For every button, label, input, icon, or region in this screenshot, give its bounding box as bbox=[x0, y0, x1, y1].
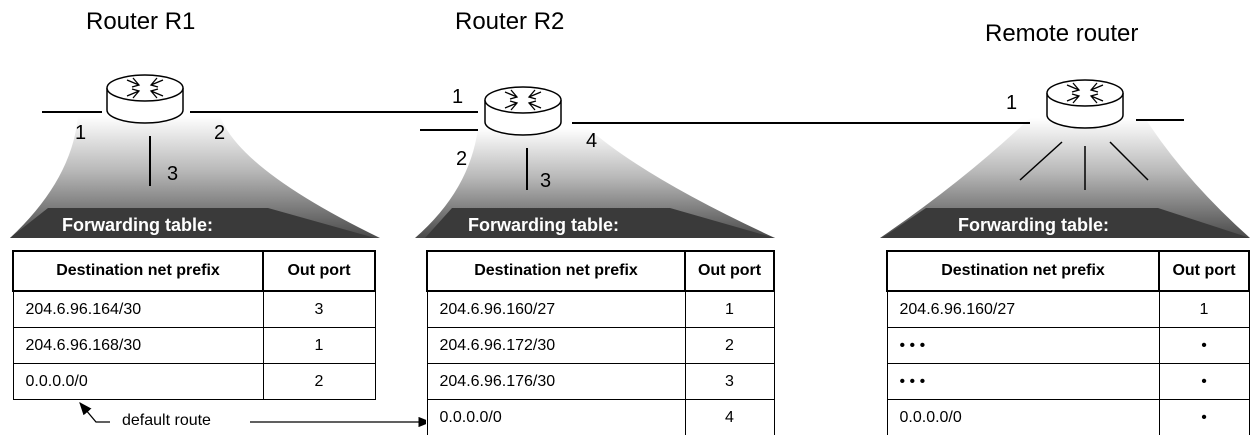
port-cell: 2 bbox=[262, 363, 376, 400]
prefix-cell: 0.0.0.0/0 bbox=[426, 399, 686, 435]
prefix-cell: • • • bbox=[886, 363, 1160, 400]
table-row: • • • • bbox=[886, 363, 1250, 400]
default-route-arrow-up bbox=[79, 402, 110, 423]
remote-leg-right bbox=[1109, 141, 1149, 181]
prefix-cell: 0.0.0.0/0 bbox=[12, 363, 264, 400]
router-r1-title: Router R1 bbox=[86, 8, 196, 35]
r2-forwarding-table: Destination net prefix Out port 204.6.96… bbox=[426, 250, 775, 435]
default-route-label: default route bbox=[118, 412, 215, 430]
remote-port-1: 1 bbox=[1006, 92, 1018, 114]
table-row: 204.6.96.164/30 3 bbox=[12, 290, 376, 328]
prefix-cell: 204.6.96.164/30 bbox=[12, 290, 264, 328]
table-row: 204.6.96.160/27 1 bbox=[886, 290, 1250, 328]
prefix-cell: 204.6.96.160/27 bbox=[886, 290, 1160, 328]
r1-col-prefix: Destination net prefix bbox=[12, 250, 264, 292]
prefix-cell: 0.0.0.0/0 bbox=[886, 399, 1160, 435]
r2-port-3: 3 bbox=[540, 170, 552, 192]
port-cell: • bbox=[1158, 327, 1250, 364]
remote-fwd-title: Forwarding table: bbox=[958, 215, 1110, 235]
remote-col-port: Out port bbox=[1158, 250, 1250, 292]
router-r1-icon bbox=[106, 74, 184, 124]
r1-port-1: 1 bbox=[75, 122, 87, 144]
remote-fwd-tab bbox=[882, 208, 1250, 238]
table-row: 0.0.0.0/0 2 bbox=[12, 363, 376, 400]
table-row: 204.6.96.160/27 1 bbox=[426, 290, 775, 328]
port-cell: 4 bbox=[684, 399, 775, 435]
r2-fwd-tab bbox=[425, 208, 775, 238]
remote-forwarding-table: Destination net prefix Out port 204.6.96… bbox=[886, 250, 1250, 435]
port-cell: 1 bbox=[684, 290, 775, 328]
r1-col-port: Out port bbox=[262, 250, 376, 292]
r2-port-2: 2 bbox=[456, 148, 468, 170]
remote-router-title: Remote router bbox=[985, 20, 1139, 47]
remote-router-icon bbox=[1046, 79, 1124, 129]
r1-port-3: 3 bbox=[167, 163, 179, 185]
r2-fwd-title: Forwarding table: bbox=[468, 215, 620, 235]
port-cell: • bbox=[1158, 363, 1250, 400]
r2-port-1: 1 bbox=[452, 86, 464, 108]
prefix-cell: 204.6.96.176/30 bbox=[426, 363, 686, 400]
r2-col-prefix: Destination net prefix bbox=[426, 250, 686, 292]
port-cell: 2 bbox=[684, 327, 775, 364]
r2-port-4: 4 bbox=[586, 130, 598, 152]
router-r2-title: Router R2 bbox=[455, 8, 565, 35]
table-row: 0.0.0.0/0 4 bbox=[426, 399, 775, 435]
prefix-cell: 204.6.96.160/27 bbox=[426, 290, 686, 328]
port-cell: 3 bbox=[684, 363, 775, 400]
prefix-cell: 204.6.96.172/30 bbox=[426, 327, 686, 364]
r1-forwarding-table: Destination net prefix Out port 204.6.96… bbox=[12, 250, 376, 400]
r1-fwd-title: Forwarding table: bbox=[62, 215, 214, 235]
port-cell: 1 bbox=[262, 327, 376, 364]
remote-leg-left bbox=[1019, 141, 1063, 181]
port-cell: • bbox=[1158, 399, 1250, 435]
table-row: • • • • bbox=[886, 327, 1250, 364]
port-cell: 1 bbox=[1158, 290, 1250, 328]
router-r2-icon bbox=[484, 86, 562, 136]
r1-fwd-tab bbox=[10, 208, 375, 238]
prefix-cell: 204.6.96.168/30 bbox=[12, 327, 264, 364]
r2-col-port: Out port bbox=[684, 250, 775, 292]
table-row: 204.6.96.176/30 3 bbox=[426, 363, 775, 400]
table-row: 204.6.96.168/30 1 bbox=[12, 327, 376, 364]
prefix-cell: • • • bbox=[886, 327, 1160, 364]
table-row: 204.6.96.172/30 2 bbox=[426, 327, 775, 364]
r1-port-2: 2 bbox=[214, 122, 226, 144]
remote-col-prefix: Destination net prefix bbox=[886, 250, 1160, 292]
table-row: 0.0.0.0/0 • bbox=[886, 399, 1250, 435]
port-cell: 3 bbox=[262, 290, 376, 328]
r1-fan bbox=[10, 116, 380, 238]
